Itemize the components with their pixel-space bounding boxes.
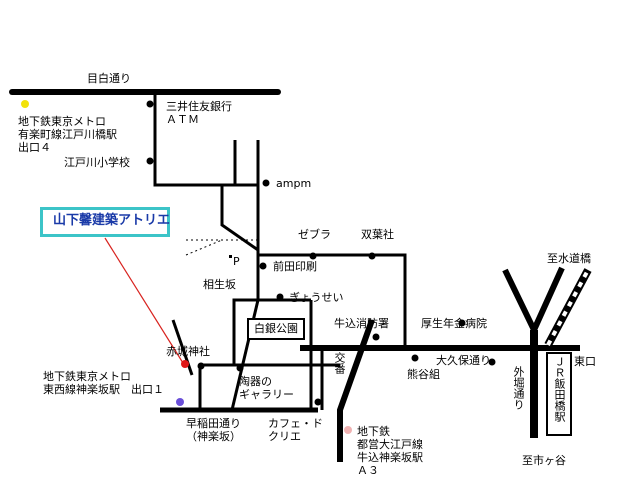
aioizaka-label: 相生坂 <box>203 278 236 291</box>
akagi-shrine-label: 赤城神社 <box>166 345 210 358</box>
futabasha-label: 双葉社 <box>361 228 394 241</box>
to-suidobashi-label: 至水道橋 <box>547 252 591 265</box>
mitsui-bank-line2: ＡＴＭ <box>166 113 199 126</box>
metro-tozai-exit-marker <box>176 398 184 406</box>
gallery-line2: ギャラリー <box>239 388 294 401</box>
kumagai-label: 熊谷組 <box>407 368 440 381</box>
ushigome-fire-label: 牛込消防署 <box>334 317 389 330</box>
atelier-title: 山下馨建築アトリエ <box>53 213 171 228</box>
waseda-dori-line1: 早稲田通り <box>186 417 241 430</box>
metro-edogawabashi-line2: 有楽町線江戸川橋駅 <box>18 128 117 141</box>
toei-ushigome-line2: 都営大江戸線 <box>357 438 423 451</box>
east-exit-label: 東口 <box>574 355 596 368</box>
jr-iidabashi-station-box: ＪＲ飯田橋駅 <box>546 352 572 436</box>
atelier-title-box: 山下馨建築アトリエ <box>40 207 170 237</box>
faint-streets <box>185 239 258 256</box>
gallery-line1: 陶器の <box>239 375 272 388</box>
koban-label: 交番 <box>333 352 346 374</box>
metro-kagurazaka-line2: 東西線神楽坂駅 出口１ <box>43 383 164 396</box>
toei-ushigome-line4: Ａ３ <box>357 464 379 477</box>
mitsui-bank-line1: 三井住友銀行 <box>166 100 232 113</box>
jr-iidabashi-label: ＪＲ飯田橋駅 <box>553 356 566 422</box>
landmark-dots <box>146 100 496 406</box>
atelier-location-marker <box>181 360 189 368</box>
kagurazaka-main-road <box>337 318 375 462</box>
jr-railway-ticks <box>546 269 590 346</box>
to-suidobashi-road-right <box>531 266 565 332</box>
metro-kagurazaka-line1: 地下鉄東京メトロ <box>43 370 131 383</box>
parking-marker <box>229 255 232 258</box>
to-suidobashi-road-left <box>502 268 537 332</box>
atelier-pointer-line <box>104 237 184 364</box>
edogawa-school-label: 江戸川小学校 <box>64 156 130 169</box>
metro-edogawabashi-line3: 出口４ <box>18 141 51 154</box>
gyousei-label: ぎょうせい <box>289 291 344 304</box>
ampm-label: ampm <box>276 177 312 190</box>
parking-label: P <box>233 255 240 268</box>
metro-namboku-exit-marker <box>21 100 29 108</box>
toei-ushigome-line3: 牛込神楽坂駅 <box>357 451 423 464</box>
secondary-streets <box>153 92 407 411</box>
cafe-creer-line1: カフェ・ド <box>268 417 323 430</box>
okubo-dori-label: 大久保通り <box>436 354 491 367</box>
mejiro-dori-label: 目白通り <box>87 72 131 85</box>
sotobori-dori-label: 外堀通り <box>512 366 525 410</box>
metro-edogawabashi-line1: 地下鉄東京メトロ <box>18 115 106 128</box>
waseda-dori-line2: （神楽坂） <box>186 430 241 443</box>
maeda-print-label: 前田印刷 <box>273 260 317 273</box>
to-ichigaya-label: 至市ヶ谷 <box>522 454 566 467</box>
toei-ushigome-line1: 地下鉄 <box>357 425 390 438</box>
hakugin-park-label: 白銀公園 <box>254 322 298 335</box>
hakugin-park-box: 白銀公園 <box>247 318 305 340</box>
zebra-label: ゼブラ <box>298 228 331 241</box>
cafe-creer-line2: クリエ <box>268 430 301 443</box>
kosei-hospital-label: 厚生年金病院 <box>421 317 487 330</box>
toei-oedo-exit-marker <box>344 426 352 434</box>
